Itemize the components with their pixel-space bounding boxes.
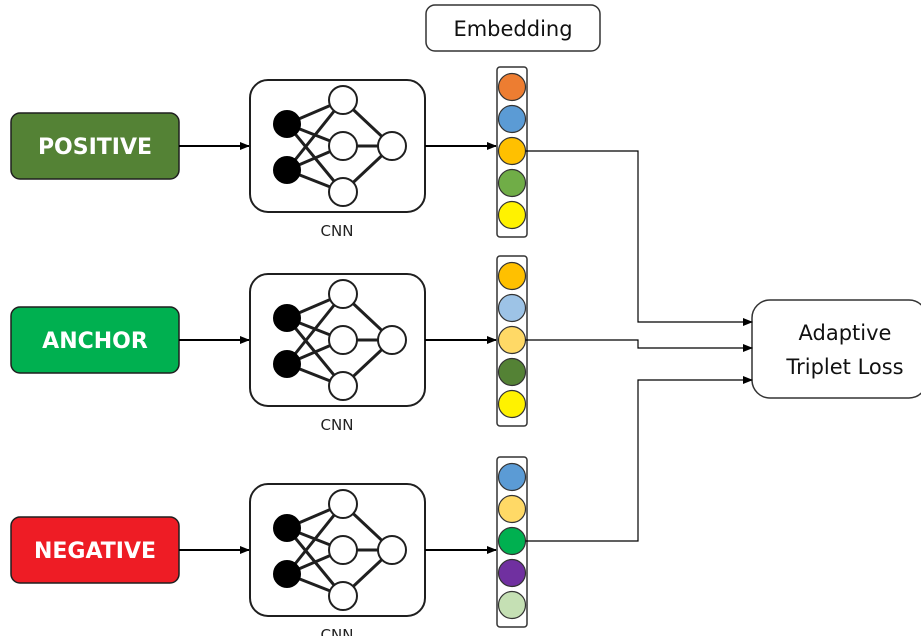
input-neuron [273,110,301,138]
hidden-neuron [328,489,358,519]
hidden-neuron [328,177,358,207]
hidden-neuron [328,535,358,565]
connector-to-loss [525,339,753,352]
embedding-element [497,357,527,387]
embedding-vector [496,255,528,427]
hidden-neuron [328,325,358,355]
hidden-neuron [328,131,358,161]
hidden-neuron [328,279,358,309]
embedding-element [497,389,527,419]
embedding-element [497,293,527,323]
input-label: POSITIVE [38,135,152,160]
embedding-element [497,325,527,355]
cnn-label: CNN [321,626,354,636]
input-label: ANCHOR [42,329,148,354]
embedding-vector [496,66,528,238]
loss-label-line-1: Adaptive [799,321,892,345]
input-box-positive: POSITIVE [10,112,180,180]
output-neuron [377,131,407,161]
embedding-element [497,590,527,620]
adaptive-triplet-loss-box: Adaptive Triplet Loss [751,299,921,399]
hidden-neuron [328,85,358,115]
loss-label-line-2: Triplet Loss [785,355,903,379]
svg-text:Embedding: Embedding [453,17,572,41]
input-neuron [273,560,301,588]
input-box-negative: NEGATIVE [10,516,180,584]
embedding-element [497,261,527,291]
embedding-element [497,558,527,588]
row-negative: NEGATIVE CNN [10,376,753,636]
embedding-header: Embedding [425,4,601,52]
embedding-vector [496,456,528,628]
input-neuron [273,156,301,184]
hidden-neuron [328,581,358,611]
embedding-element [497,200,527,230]
embedding-element [497,72,527,102]
cnn-block: CNN [249,79,426,240]
input-neuron [273,304,301,332]
embedding-element [497,494,527,524]
embedding-element [497,136,527,166]
cnn-block: CNN [249,483,426,636]
cnn-label: CNN [321,416,354,434]
input-neuron [273,350,301,378]
connector-to-loss [525,376,753,542]
embedding-element [497,462,527,492]
embedding-element [497,526,527,556]
input-label: NEGATIVE [34,539,156,564]
row-positive: POSITIVE CNN [10,66,753,326]
embedding-element [497,104,527,134]
output-neuron [377,325,407,355]
row-anchor: ANCHOR CNN [10,255,753,434]
output-neuron [377,535,407,565]
cnn-label: CNN [321,222,354,240]
connector-to-loss [525,150,753,326]
hidden-neuron [328,371,358,401]
input-neuron [273,514,301,542]
input-box-anchor: ANCHOR [10,306,180,374]
embedding-element [497,168,527,198]
cnn-block: CNN [249,273,426,434]
